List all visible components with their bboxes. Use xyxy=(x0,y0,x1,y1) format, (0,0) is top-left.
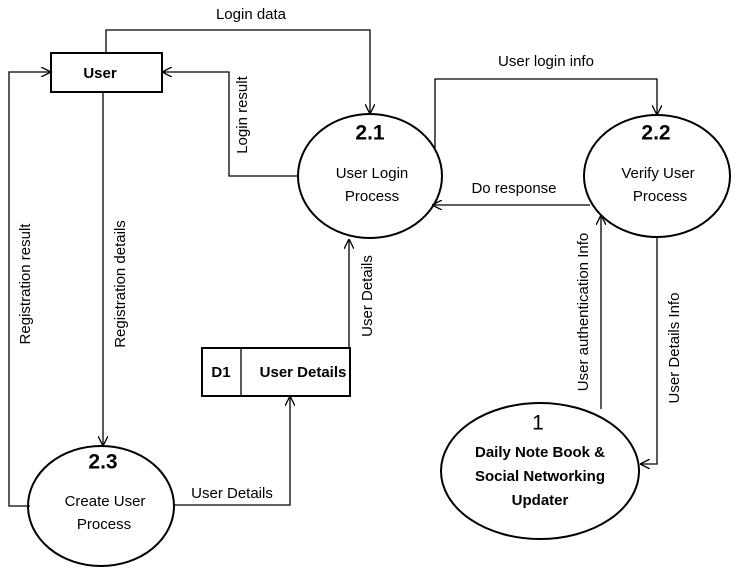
process-2-1: 2.1 User Login Process xyxy=(297,113,443,239)
flow-user-details-info-label: User Details Info xyxy=(666,293,683,404)
flow-registration-result-label: Registration result xyxy=(17,223,34,345)
flow-user-auth-info: User authentication Info xyxy=(575,216,601,409)
flow-user-auth-info-label: User authentication Info xyxy=(575,233,592,391)
process-2-2-name-line2: Process xyxy=(633,188,687,205)
flow-do-response: Do response xyxy=(433,180,590,205)
flow-login-result: Login result xyxy=(163,72,298,177)
flow-login-data-label: Login data xyxy=(216,6,287,23)
flow-registration-result-arrow xyxy=(8,72,50,507)
process-2-3: 2.3 Create User Process xyxy=(27,445,175,567)
flow-login-result-label: Login result xyxy=(234,75,251,153)
datastore-d1: D1 User Details xyxy=(201,347,351,397)
flow-user-login-info-label: User login info xyxy=(498,53,594,70)
flow-user-details-info-arrow xyxy=(641,236,658,464)
user-entity-box xyxy=(50,52,163,93)
process-1-name-line2: Social Networking xyxy=(475,468,605,485)
flow-user-details-to-store-label: User Details xyxy=(191,485,273,502)
datastore-d1-name: User Details xyxy=(260,364,347,381)
process-1-name-line1: Daily Note Book & xyxy=(475,444,605,461)
process-1: 1 Daily Note Book & Social Networking Up… xyxy=(440,402,640,540)
flow-user-details-to-login: User Details xyxy=(349,240,376,347)
user-entity-label: User xyxy=(83,65,117,82)
flow-login-result-arrow xyxy=(163,72,298,177)
flow-user-details-to-store: User Details xyxy=(174,397,290,506)
flow-do-response-label: Do response xyxy=(471,180,556,197)
datastore-d1-box xyxy=(201,347,351,397)
process-1-name-line3: Updater xyxy=(512,492,569,509)
process-2-2: 2.2 Verify User Process xyxy=(583,114,731,238)
process-2-3-name-line1: Create User xyxy=(65,493,146,510)
process-2-3-name-line2: Process xyxy=(77,516,131,533)
process-2-1-name-line1: User Login xyxy=(336,165,409,182)
flow-user-details-to-login-label: User Details xyxy=(359,255,376,337)
flow-registration-result: Registration result xyxy=(8,72,50,507)
flow-user-login-info-arrow xyxy=(434,78,657,148)
process-1-number: 1 xyxy=(532,412,544,435)
flow-login-data: Login data xyxy=(105,6,370,113)
process-2-1-number: 2.1 xyxy=(355,122,385,145)
flow-user-login-info: User login info xyxy=(434,53,657,148)
datastore-d1-id: D1 xyxy=(211,364,230,381)
process-2-2-name-line1: Verify User xyxy=(621,165,694,182)
flow-registration-details: Registration details xyxy=(103,92,129,445)
flow-user-details-info: User Details Info xyxy=(641,236,683,464)
flow-user-details-to-store-arrow xyxy=(174,397,290,506)
process-2-1-name-line2: Process xyxy=(345,188,399,205)
process-2-3-number: 2.3 xyxy=(88,451,117,474)
process-2-2-number: 2.2 xyxy=(641,122,670,145)
user-entity: User xyxy=(50,52,163,93)
process-1-circle xyxy=(440,402,640,540)
flow-login-data-arrow xyxy=(105,29,370,113)
flow-registration-details-label: Registration details xyxy=(112,220,129,348)
